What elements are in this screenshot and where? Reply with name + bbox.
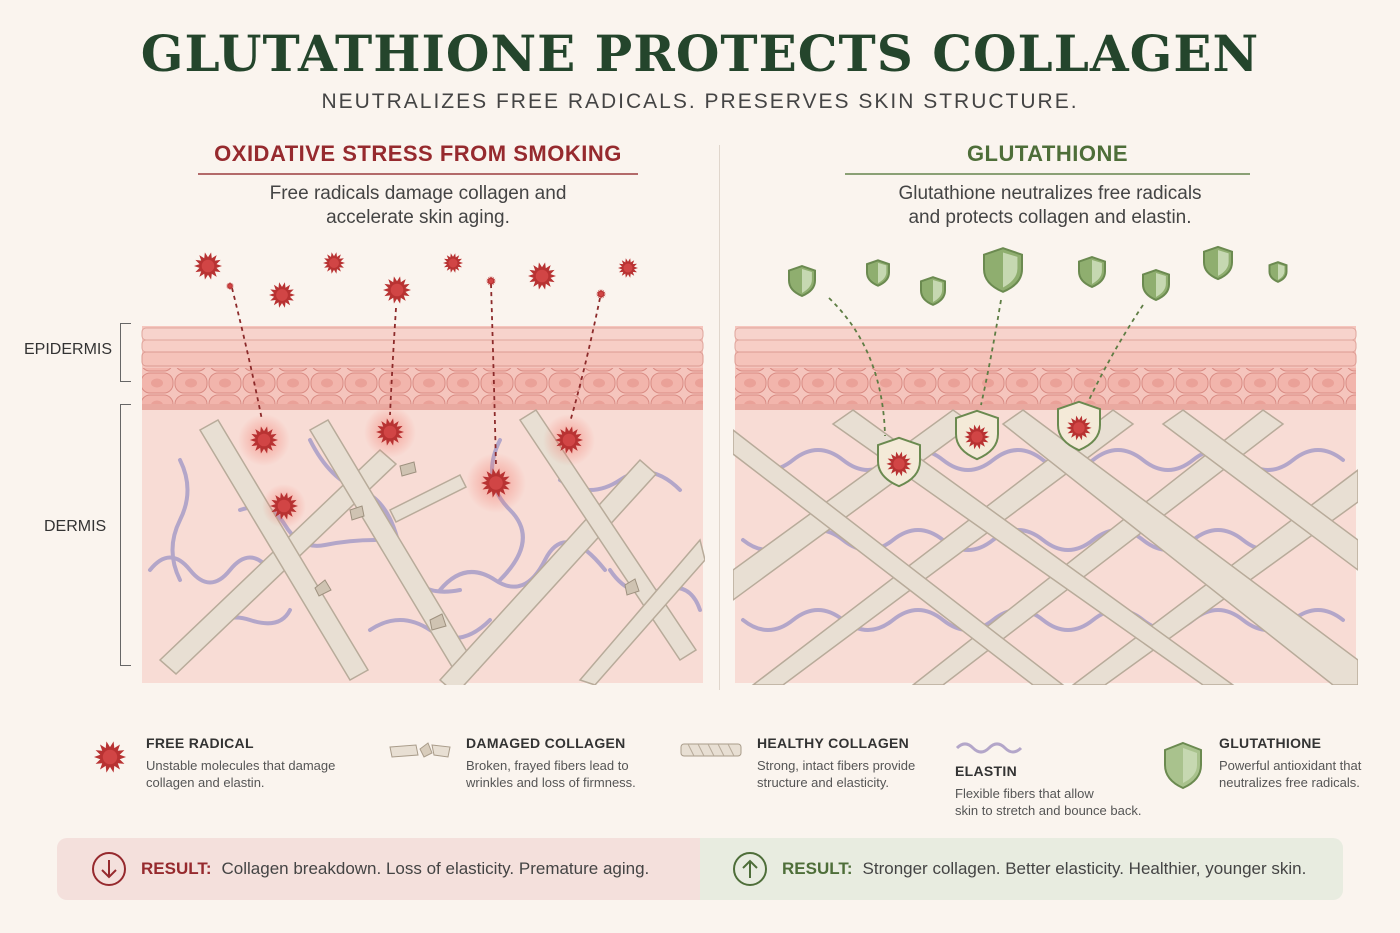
free-radicals-left [194, 252, 638, 520]
legend-glutathione: GLUTATHIONE Powerful antioxidant that ne… [1162, 735, 1382, 791]
right-desc-line2: and protects collagen and elastin. [908, 207, 1192, 228]
result-right-banner: RESULT: Stronger collagen. Better elasti… [700, 838, 1343, 900]
legend-elastin: ELASTIN Flexible fibers that allow skin … [955, 735, 1155, 819]
starburst-icon [270, 492, 298, 520]
starburst-icon [555, 426, 583, 454]
starburst-icon [194, 252, 222, 280]
epidermis-bracket [120, 323, 131, 382]
shield-icon [1078, 255, 1106, 289]
starburst-icon [383, 276, 411, 304]
shield-icon [955, 409, 999, 461]
legend-healthy-collagen-label: HEALTHY COLLAGEN [757, 735, 910, 751]
damaged-collagen-fibers [158, 408, 705, 685]
legend-damaged-collagen: DAMAGED COLLAGEN Broken, frayed fibers l… [388, 735, 648, 791]
starburst-icon [94, 741, 126, 773]
legend-glutathione-desc1: Powerful antioxidant that [1219, 758, 1362, 773]
legend-free-radical-label: FREE RADICAL [146, 735, 254, 751]
legend-free-radical-desc1: Unstable molecules that damage [146, 758, 336, 773]
legend-glutathione-label: GLUTATHIONE [1219, 735, 1322, 751]
starburst-icon [964, 424, 990, 450]
legend-damaged-collagen-label: DAMAGED COLLAGEN [466, 735, 626, 751]
page-title: GLUTATHIONE PROTECTS COLLAGEN [140, 24, 1260, 83]
shield-icon [788, 264, 816, 298]
legend-glutathione-desc: Powerful antioxidant that neutralizes fr… [1219, 757, 1382, 791]
left-panel-heading: OXIDATIVE STRESS FROM SMOKING [198, 141, 638, 175]
starburst-icon [1066, 415, 1092, 441]
shield-icon [866, 259, 890, 287]
legend-damaged-collagen-desc1: Broken, frayed fibers lead to [466, 758, 629, 773]
right-desc-line1: Glutathione neutralizes free radicals [898, 183, 1202, 204]
legend-free-radical-desc: Unstable molecules that damage collagen … [146, 757, 350, 791]
legend-elastin-desc2: skin to stretch and bounce back. [955, 803, 1142, 818]
result-left-banner: RESULT: Collagen breakdown. Loss of elas… [57, 838, 717, 900]
starburst-icon [94, 741, 126, 773]
right-panel-heading: GLUTATHIONE [845, 141, 1250, 175]
damaged-skin-illustration [141, 252, 705, 685]
starburst-icon [443, 253, 463, 273]
starburst-icon [528, 262, 556, 290]
legend-damaged-collagen-desc: Broken, frayed fibers lead to wrinkles a… [466, 757, 648, 791]
starburst-icon [250, 426, 278, 454]
result-right-label: RESULT: [782, 859, 853, 878]
left-desc-line2: accelerate skin aging. [326, 207, 510, 228]
shield-icon [1164, 741, 1202, 790]
healthy-collagen-fibers [733, 409, 1358, 685]
shield-icon [920, 276, 946, 306]
left-desc-line1: Free radicals damage collagen and [269, 183, 567, 204]
result-left-text: Collagen breakdown. Loss of elasticity. … [221, 859, 650, 878]
legend-healthy-collagen: HEALTHY COLLAGEN Strong, intact fibers p… [680, 735, 940, 791]
starburst-icon [618, 258, 638, 278]
legend-elastin-desc1: Flexible fibers that allow [955, 786, 1094, 801]
left-panel-description: Free radicals damage collagen and accele… [198, 182, 638, 230]
starburst-icon [596, 289, 606, 299]
dermis-bracket [120, 404, 131, 666]
result-right-text: Stronger collagen. Better elasticity. He… [862, 859, 1307, 878]
arrow-up-circle-icon [733, 852, 767, 886]
shield-icon [1203, 245, 1233, 281]
panel-divider [719, 145, 720, 690]
starburst-icon [376, 418, 404, 446]
starburst-icon [481, 468, 511, 498]
legend-elastin-desc: Flexible fibers that allow skin to stret… [955, 785, 1155, 819]
shield-icon [1268, 261, 1288, 283]
legend-damaged-collagen-desc2: wrinkles and loss of firmness. [466, 775, 636, 790]
shield-icon [983, 247, 1023, 293]
legend-free-radical: FREE RADICAL Unstable molecules that dam… [90, 735, 350, 791]
page-subtitle: NEUTRALIZES FREE RADICALS. PRESERVES SKI… [321, 90, 1079, 113]
epidermis-label: EPIDERMIS [24, 341, 113, 358]
glutathione-shields [788, 245, 1288, 488]
starburst-icon [269, 282, 295, 308]
starburst-icon [226, 282, 234, 290]
protected-skin-illustration [733, 245, 1358, 685]
result-left-label: RESULT: [141, 859, 212, 878]
shield-icon [877, 436, 921, 488]
shield-icon [1142, 268, 1170, 302]
starburst-icon [486, 276, 496, 286]
starburst-icon [886, 451, 912, 477]
legend-healthy-collagen-desc2: structure and elasticity. [757, 775, 889, 790]
damaged-collagen-icon [389, 742, 451, 758]
legend-glutathione-desc2: neutralizes free radicals. [1219, 775, 1360, 790]
elastin-icon [955, 742, 1023, 754]
radical-paths [231, 283, 601, 467]
legend-free-radical-desc2: collagen and elastin. [146, 775, 265, 790]
shield-paths [828, 297, 1144, 437]
legend-healthy-collagen-desc: Strong, intact fibers provide structure … [757, 757, 940, 791]
dermis-label: DERMIS [44, 518, 107, 535]
arrow-down-circle-icon [92, 852, 126, 886]
legend-elastin-label: ELASTIN [955, 763, 1017, 779]
shield-icon [1057, 400, 1101, 452]
legend-healthy-collagen-desc1: Strong, intact fibers provide [757, 758, 916, 773]
healthy-collagen-icon [680, 743, 742, 757]
starburst-icon [323, 252, 345, 274]
right-panel-description: Glutathione neutralizes free radicals an… [830, 182, 1270, 230]
